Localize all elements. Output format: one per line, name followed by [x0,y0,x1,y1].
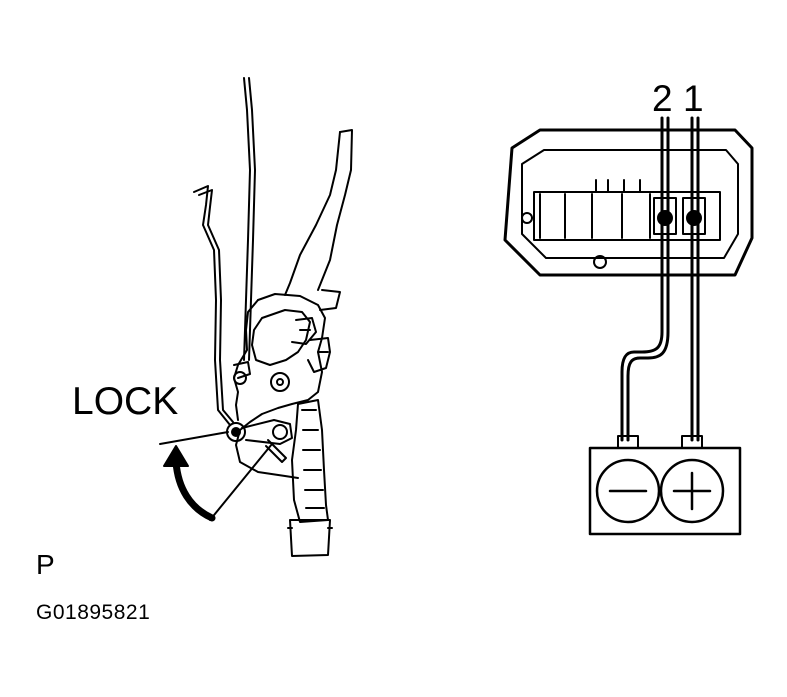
actuator-connector [503,128,754,277]
door-lock-assembly [159,77,353,557]
plus-icon [672,471,712,511]
battery-negative-terminal [595,458,661,524]
pin-2-label: 2 [652,78,673,119]
lock-label: LOCK [72,380,179,423]
lead-pin-2-negative [620,116,664,442]
test-leads [620,116,700,442]
battery-positive-terminal [659,458,725,524]
battery-positive-post [681,435,703,449]
pin-1-label: 1 [683,78,704,119]
terminal-2 [653,197,677,235]
terminal-1 [682,197,706,235]
battery-negative-post [617,435,639,449]
lock-angle-line-upper [159,431,229,445]
view-label: P [36,549,55,580]
lock-housing [235,293,326,479]
lock-rod-short [193,185,231,426]
figure-code: G01895821 [36,601,151,624]
handle-linkage [317,129,353,291]
battery [588,435,742,536]
lock-angle-line-lower [209,443,273,521]
lock-rod-long [243,77,251,361]
lock-direction-arrow [163,445,216,522]
